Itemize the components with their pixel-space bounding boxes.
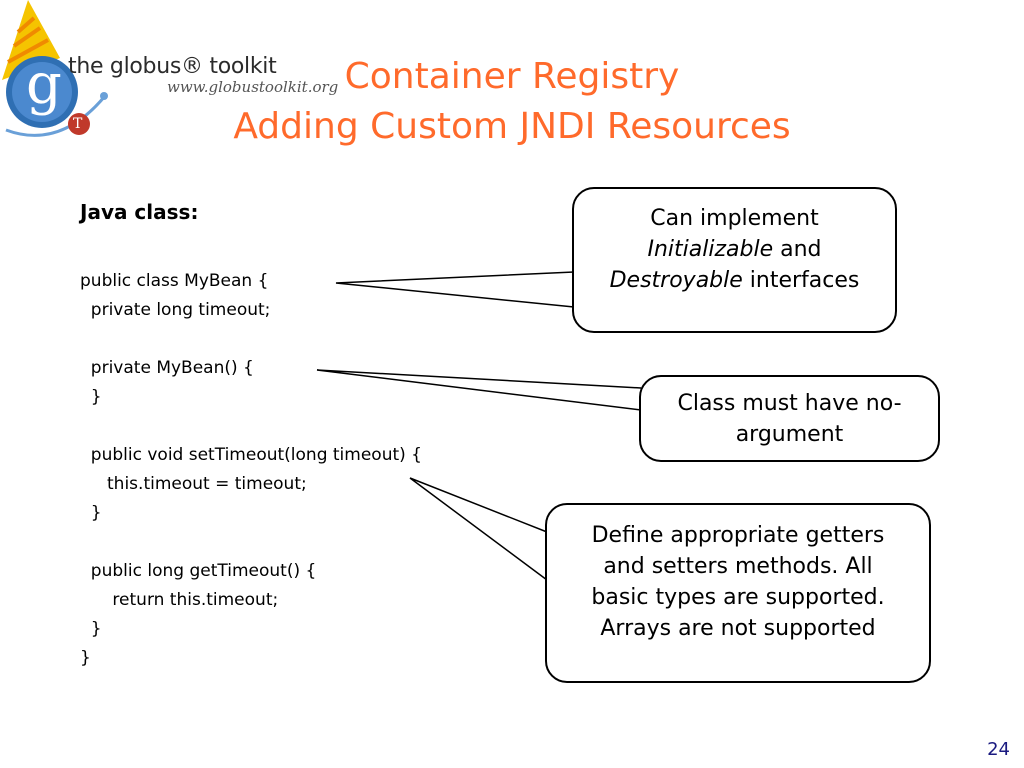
code-line: public void setTimeout(long timeout) {: [80, 445, 422, 465]
callout-constructor-line-1: Class must have no-: [677, 391, 902, 416]
callout-accessors-line-2: and setters methods. All: [603, 554, 873, 579]
page-number: 24: [987, 739, 1010, 760]
callout-accessors: Define appropriate getters and setters m…: [545, 503, 931, 683]
callout-interfaces-line-1: Can implement: [650, 206, 819, 231]
logo-letter: g: [26, 52, 62, 117]
pointer-accessors: [409, 477, 548, 581]
logo-url: www.globustoolkit.org: [167, 78, 339, 96]
code-line: public long getTimeout() {: [80, 561, 317, 581]
callout-constructor: Class must have no- argument: [639, 375, 940, 462]
callout-constructor-line-2: argument: [735, 422, 844, 447]
code-line: }: [80, 503, 102, 523]
callout-accessors-line-1: Define appropriate getters: [591, 523, 885, 548]
pointer-interfaces: [335, 271, 575, 308]
code-block: public class MyBean { private long timeo…: [80, 267, 422, 673]
and-text: and: [773, 237, 822, 262]
code-line: this.timeout = timeout;: [80, 474, 307, 494]
interfaces-text: interfaces: [742, 268, 860, 293]
callout-interfaces-line-3: Destroyable interfaces: [574, 265, 895, 296]
section-heading: Java class:: [80, 200, 199, 224]
globus-logo: g T the globus® toolkit www.globustoolki…: [0, 0, 338, 150]
code-line: }: [80, 619, 102, 639]
code-line: return this.timeout;: [80, 590, 279, 610]
code-line: }: [80, 648, 91, 668]
logo-name: the globus® toolkit: [68, 54, 277, 79]
initializable-text: Initializable: [647, 237, 774, 262]
title-line-2: Adding Custom JNDI Resources: [233, 106, 791, 147]
logo-badge-letter: T: [73, 116, 83, 132]
code-line: private long timeout;: [80, 300, 271, 320]
badge-icon: [68, 113, 90, 135]
callout-accessors-line-4: Arrays are not supported: [600, 616, 876, 641]
slide-title: Container Registry Adding Custom JNDI Re…: [150, 52, 874, 152]
callout-interfaces: Can implement Initializable and Destroya…: [572, 187, 897, 333]
code-line: }: [80, 387, 102, 407]
callout-accessors-line-3: basic types are supported.: [591, 585, 885, 610]
code-line: private MyBean() {: [80, 358, 254, 378]
code-line: public class MyBean {: [80, 271, 269, 291]
pointer-constructor: [316, 369, 642, 411]
callout-interfaces-line-2: Initializable and: [574, 234, 895, 265]
destroyable-text: Destroyable: [609, 268, 743, 293]
globus-logo-graphic: [2, 0, 108, 137]
title-line-1: Container Registry: [344, 56, 680, 97]
